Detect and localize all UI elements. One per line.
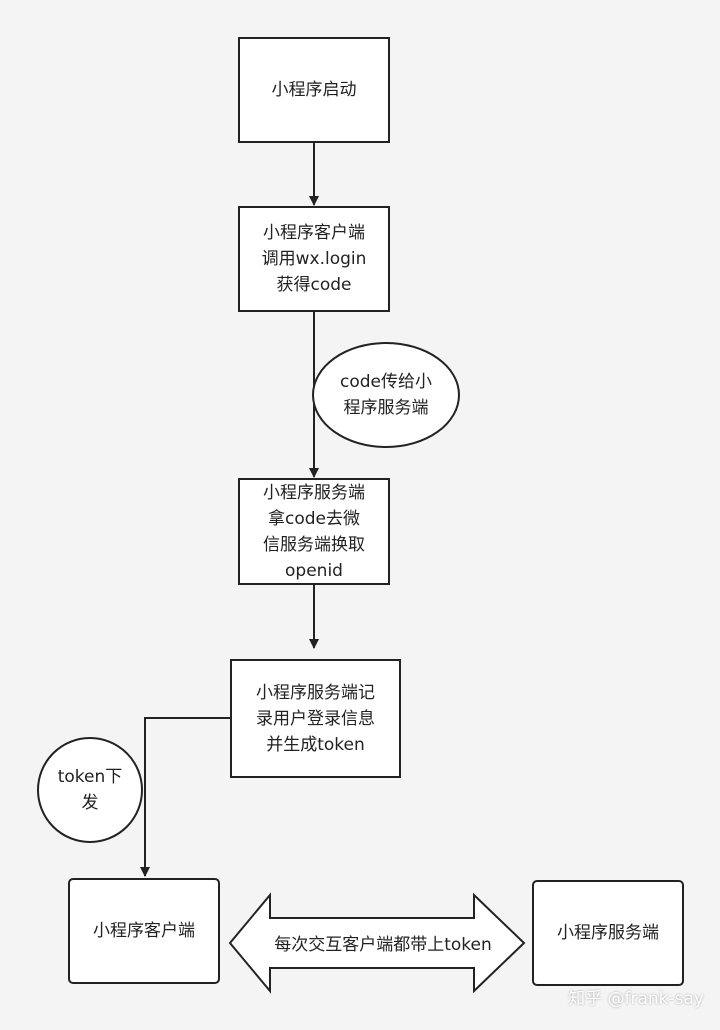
token-issue-label: token下 发 <box>57 767 123 813</box>
double-arrow-shape <box>228 892 526 994</box>
server-exchange-label: 小程序服务端 拿code去微 信服务端换取 openid <box>263 482 365 581</box>
code-transfer-bubble: code传给小 程序服务端 <box>312 342 460 448</box>
server-final-box: 小程序服务端 <box>532 880 684 986</box>
code-transfer-label: code传给小 程序服务端 <box>340 372 432 418</box>
launch-label: 小程序启动 <box>271 80 357 100</box>
client-login-label: 小程序客户端 调用wx.login 获得code <box>261 223 367 295</box>
token-issue-bubble: token下 发 <box>37 737 143 843</box>
server-record-label: 小程序服务端记 录用户登录信息 并生成token <box>256 682 375 755</box>
server-record-box: 小程序服务端记 录用户登录信息 并生成token <box>230 659 401 778</box>
client-final-label: 小程序客户端 <box>93 921 195 941</box>
watermark: 知乎 @frank-say <box>568 989 704 1009</box>
server-final-label: 小程序服务端 <box>557 923 659 943</box>
server-exchange-box: 小程序服务端 拿code去微 信服务端换取 openid <box>238 478 390 585</box>
client-login-box: 小程序客户端 调用wx.login 获得code <box>238 206 390 312</box>
double-arrow-label: 每次交互客户端都带上token <box>274 935 492 955</box>
client-final-box: 小程序客户端 <box>68 878 220 984</box>
launch-box: 小程序启动 <box>238 37 390 143</box>
arrow-record-to-client <box>140 717 230 877</box>
